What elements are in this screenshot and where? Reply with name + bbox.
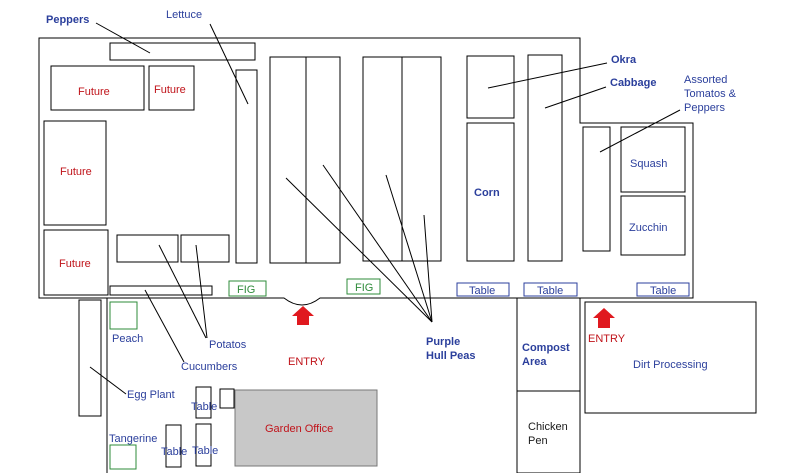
cucumbers-leader	[144, 289, 185, 363]
peas-leader-4	[423, 214, 433, 323]
future-plot-3	[43, 120, 107, 226]
compost-label-2: Area	[522, 356, 547, 368]
potato-bed-1	[116, 234, 179, 263]
egg-plant-bed	[78, 299, 102, 417]
tomatos-peppers-bed	[582, 126, 611, 252]
squash-bed	[620, 126, 686, 193]
okra-label: Okra	[611, 54, 637, 66]
assorted-label-2: Tomatos &	[684, 88, 737, 100]
cabbage-bed	[527, 54, 563, 262]
purple-hull-label-1: Purple	[426, 336, 460, 348]
future-plot-4	[43, 229, 109, 296]
potatos-label: Potatos	[209, 339, 247, 351]
assorted-label-1: Assorted	[684, 74, 727, 86]
future-plot-2	[148, 65, 195, 111]
garden-office	[234, 389, 378, 467]
dirt-processing-plot	[584, 301, 757, 414]
cabbage-label: Cabbage	[610, 77, 656, 89]
peas-bed-4	[401, 56, 442, 262]
squash-label: Squash	[630, 158, 667, 170]
future-plot-1	[50, 65, 145, 111]
peas-bed-3	[362, 56, 403, 262]
cucumbers-label: Cucumbers	[181, 361, 238, 373]
zucchini-label: Zucchin	[629, 222, 668, 234]
entry-arrow-2	[593, 308, 615, 328]
future-label-2: Future	[154, 84, 186, 96]
table-label-2: Table	[537, 285, 563, 297]
tangerine-label: Tangerine	[109, 433, 157, 445]
lower-table-4	[195, 423, 212, 467]
peas-bed-2	[305, 56, 341, 264]
entry-label-1: ENTRY	[288, 356, 326, 368]
purple-hull-label-2: Hull Peas	[426, 350, 476, 362]
corn-label: Corn	[474, 187, 500, 199]
lower-table-3	[165, 424, 182, 468]
compost-label-1: Compost	[522, 342, 570, 354]
potatos-leader-2	[195, 244, 208, 339]
peas-leader-2	[322, 164, 433, 323]
entry-arrow-1	[292, 306, 314, 325]
table-box-2	[523, 282, 578, 297]
fig-label-2: FIG	[355, 282, 373, 294]
peppers-bed	[109, 42, 256, 61]
peas-leader-3	[385, 174, 433, 323]
entry-label-2: ENTRY	[588, 333, 626, 345]
corn-bed	[466, 122, 515, 262]
table-label-3: Table	[650, 285, 676, 297]
lower-table-2	[219, 388, 235, 409]
potatos-leader-1	[158, 244, 207, 339]
table-box-1	[456, 282, 510, 297]
peach-label: Peach	[112, 333, 143, 345]
lettuce-leader	[209, 23, 249, 105]
future-label-1: Future	[78, 86, 110, 98]
okra-leader	[487, 62, 608, 89]
tangerine-tree	[109, 444, 137, 470]
table-label-1: Table	[469, 285, 495, 297]
egg-plant-leader	[89, 366, 127, 395]
zucchini-bed	[620, 195, 686, 256]
assorted-leader	[599, 109, 681, 153]
assorted-label-3: Peppers	[684, 102, 725, 114]
dirt-processing-label: Dirt Processing	[633, 359, 708, 371]
compost-area-plot	[516, 297, 581, 392]
peas-leader-1	[285, 177, 433, 323]
future-label-3: Future	[60, 166, 92, 178]
chicken-pen-label-1: Chicken	[528, 421, 568, 433]
peppers-leader	[95, 22, 151, 54]
main-garden-border	[38, 37, 694, 306]
fig-box-2	[346, 278, 381, 295]
fig-box-1	[228, 280, 267, 297]
lettuce-bed	[235, 69, 258, 264]
chicken-pen-label-2: Pen	[528, 435, 548, 447]
lettuce-label: Lettuce	[166, 9, 202, 21]
egg-plant-label: Egg Plant	[127, 389, 175, 401]
cucumber-bed	[109, 285, 213, 296]
future-label-4: Future	[59, 258, 91, 270]
lower-table-label-2: Table	[161, 446, 187, 458]
fig-label-1: FIG	[237, 284, 255, 296]
garden-office-label: Garden Office	[265, 423, 333, 435]
chicken-pen-plot	[516, 390, 581, 473]
cabbage-leader	[544, 86, 607, 109]
lower-table-label-1: Table	[191, 401, 217, 413]
peppers-label: Peppers	[46, 14, 89, 26]
lower-table-1	[195, 386, 212, 419]
lower-table-label-3: Table	[192, 445, 218, 457]
potato-bed-2	[180, 234, 230, 263]
table-box-3	[636, 282, 690, 297]
peas-bed-1	[269, 56, 307, 264]
peach-tree	[109, 301, 138, 330]
